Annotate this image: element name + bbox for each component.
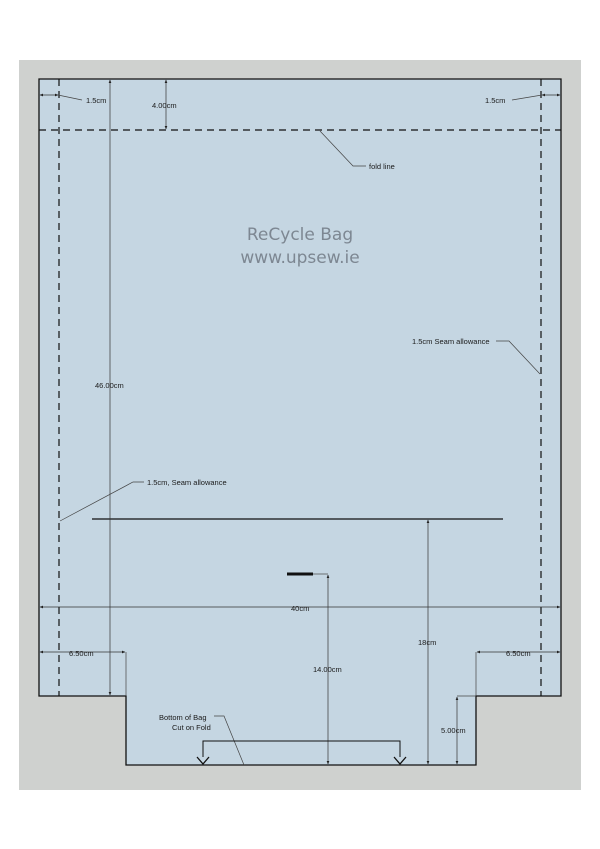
bottom-leader — [214, 715, 245, 766]
label-height: 46.00cm — [95, 381, 124, 390]
title-line1: ReCycle Bag — [247, 225, 353, 245]
label-seam-allowance-left: 1.5cm, Seam allowance — [147, 478, 227, 487]
pattern-outline — [38, 78, 562, 766]
label-seam-right: 1.5cm — [485, 96, 505, 105]
label-handle-depth: 14.00cm — [313, 665, 342, 674]
dim-seam-left-leader — [57, 94, 83, 101]
label-bottom-line2: Cut on Fold — [172, 723, 211, 732]
label-fold-line: fold line — [369, 162, 395, 171]
label-fold-depth: 4.00cm — [152, 101, 177, 110]
seam-allowance-left-leader — [59, 481, 144, 522]
dim-seam-right-leader — [511, 94, 543, 101]
fold-arrow-left — [196, 756, 210, 765]
fold-arrow-right — [393, 756, 407, 765]
seam-allowance-right-leader — [496, 340, 541, 375]
cut-on-fold-bracket — [202, 740, 401, 757]
fold-line-leader — [319, 130, 366, 167]
label-gusset-left: 6.50cm — [69, 649, 94, 658]
label-bottom-line1: Bottom of Bag — [159, 713, 207, 722]
label-width: 40cm — [291, 604, 309, 613]
label-opening-height: 18cm — [418, 638, 436, 647]
label-cutout-height: 5.00cm — [441, 726, 466, 735]
title-line2: www.upsew.ie — [240, 248, 359, 268]
label-seam-allowance-right: 1.5cm Seam allowance — [412, 337, 490, 346]
label-seam-left: 1.5cm — [86, 96, 106, 105]
label-gusset-right: 6.50cm — [506, 649, 531, 658]
